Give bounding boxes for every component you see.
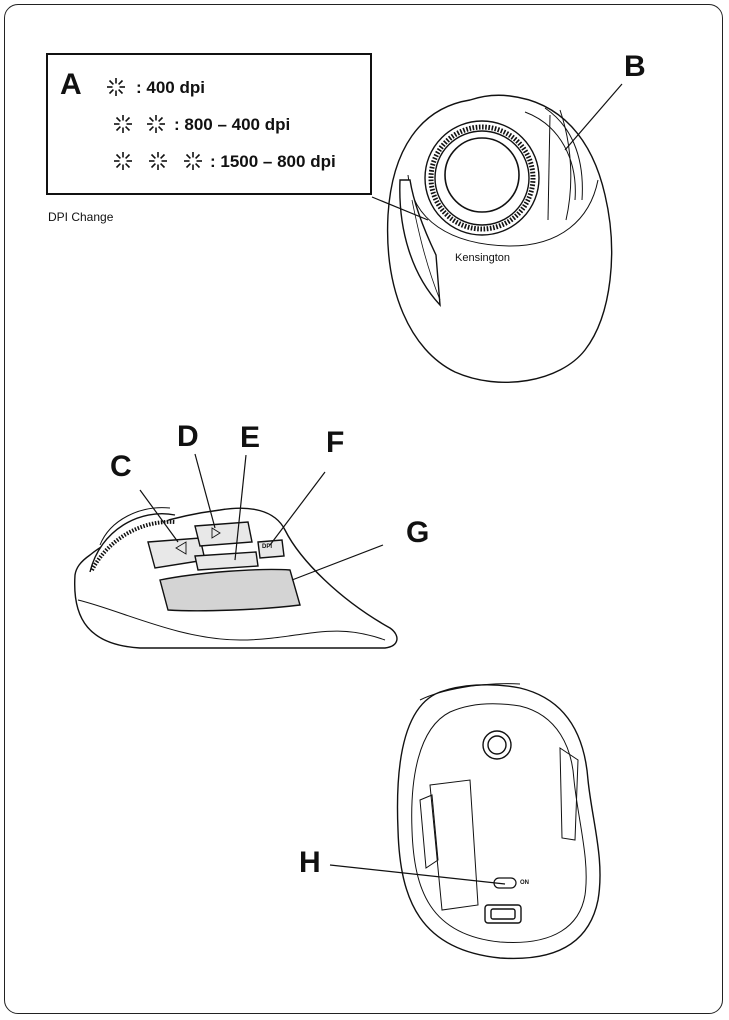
switch-on-label: ON: [520, 880, 529, 886]
dpi-change-caption: DPI Change: [48, 210, 114, 224]
callout-f: F: [326, 426, 345, 459]
mouse-side-view: [73, 453, 398, 649]
callout-c: C: [110, 450, 132, 483]
mouse-bottom-view: [329, 683, 601, 960]
callout-h: H: [299, 846, 321, 879]
callout-a: A: [60, 68, 82, 101]
callout-d: D: [177, 420, 199, 453]
brand-logo-text: Kensington: [455, 252, 511, 264]
dpi-button-label: DPI: [262, 544, 273, 550]
callout-g: G: [406, 516, 430, 549]
callout-b: B: [624, 50, 646, 83]
page-frame: [4, 4, 723, 1014]
dpi-row-1-text: : 400 dpi: [136, 78, 205, 97]
dpi-row-3-text: : 1500 – 800 dpi: [210, 152, 336, 171]
dpi-row-2-text: : 800 – 400 dpi: [174, 115, 291, 134]
dpi-legend-box: [46, 53, 372, 195]
mouse-top-view: [371, 83, 623, 383]
callout-e: E: [240, 421, 261, 454]
